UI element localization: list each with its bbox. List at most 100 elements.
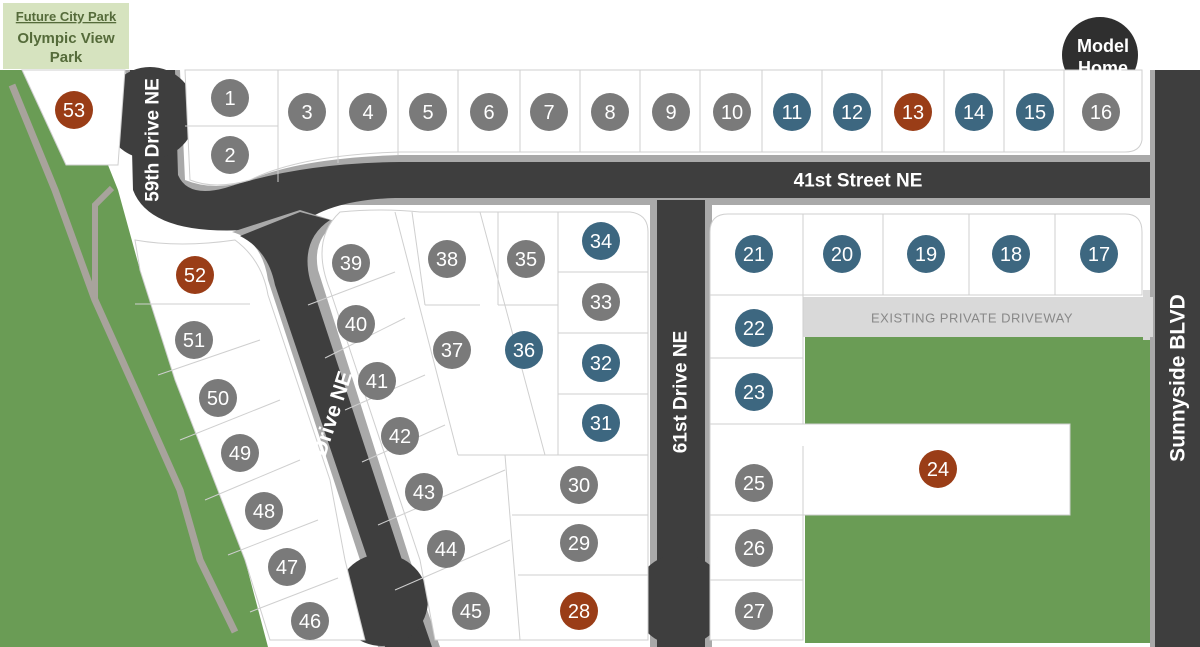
- lot-circle[interactable]: [713, 93, 751, 131]
- lot-marker-17[interactable]: 17: [1080, 235, 1118, 273]
- lot-circle[interactable]: [470, 93, 508, 131]
- lot-circle[interactable]: [955, 93, 993, 131]
- lot-marker-25[interactable]: 25: [735, 464, 773, 502]
- lot-circle[interactable]: [735, 309, 773, 347]
- lot-marker-32[interactable]: 32: [582, 344, 620, 382]
- lot-marker-46[interactable]: 46: [291, 602, 329, 640]
- lot-circle[interactable]: [560, 466, 598, 504]
- lot-marker-44[interactable]: 44: [427, 530, 465, 568]
- lot-circle[interactable]: [176, 256, 214, 294]
- lot-marker-8[interactable]: 8: [591, 93, 629, 131]
- lot-marker-4[interactable]: 4: [349, 93, 387, 131]
- lot-marker-53[interactable]: 53: [55, 91, 93, 129]
- lot-marker-15[interactable]: 15: [1016, 93, 1054, 131]
- lot-circle[interactable]: [211, 136, 249, 174]
- lot-marker-30[interactable]: 30: [560, 466, 598, 504]
- lot-marker-39[interactable]: 39: [332, 244, 370, 282]
- lot-circle[interactable]: [55, 91, 93, 129]
- lot-marker-11[interactable]: 11: [773, 93, 811, 131]
- lot-marker-13[interactable]: 13: [894, 93, 932, 131]
- lot-marker-18[interactable]: 18: [992, 235, 1030, 273]
- lot-circle[interactable]: [199, 379, 237, 417]
- lot-marker-49[interactable]: 49: [221, 434, 259, 472]
- lot-circle[interactable]: [735, 529, 773, 567]
- lot-marker-3[interactable]: 3: [288, 93, 326, 131]
- lot-circle[interactable]: [582, 344, 620, 382]
- lot-marker-14[interactable]: 14: [955, 93, 993, 131]
- lot-marker-16[interactable]: 16: [1082, 93, 1120, 131]
- lot-marker-26[interactable]: 26: [735, 529, 773, 567]
- lot-circle[interactable]: [582, 222, 620, 260]
- lot-marker-31[interactable]: 31: [582, 404, 620, 442]
- lot-marker-21[interactable]: 21: [735, 235, 773, 273]
- lot-circle[interactable]: [427, 530, 465, 568]
- lot-circle[interactable]: [735, 235, 773, 273]
- lot-marker-42[interactable]: 42: [381, 417, 419, 455]
- lot-marker-50[interactable]: 50: [199, 379, 237, 417]
- lot-circle[interactable]: [833, 93, 871, 131]
- lot-marker-1[interactable]: 1: [211, 79, 249, 117]
- lot-marker-37[interactable]: 37: [433, 331, 471, 369]
- lot-marker-36[interactable]: 36: [505, 331, 543, 369]
- lot-marker-5[interactable]: 5: [409, 93, 447, 131]
- lot-circle[interactable]: [433, 331, 471, 369]
- lot-circle[interactable]: [268, 548, 306, 586]
- lot-circle[interactable]: [505, 331, 543, 369]
- lot-marker-43[interactable]: 43: [405, 473, 443, 511]
- lot-marker-27[interactable]: 27: [735, 592, 773, 630]
- lot-circle[interactable]: [349, 93, 387, 131]
- lot-marker-12[interactable]: 12: [833, 93, 871, 131]
- lot-circle[interactable]: [735, 592, 773, 630]
- lot-marker-34[interactable]: 34: [582, 222, 620, 260]
- lot-marker-24[interactable]: 24: [919, 450, 957, 488]
- lot-circle[interactable]: [291, 602, 329, 640]
- lot-circle[interactable]: [919, 450, 957, 488]
- lot-circle[interactable]: [428, 240, 466, 278]
- lot-circle[interactable]: [823, 235, 861, 273]
- lot-circle[interactable]: [560, 524, 598, 562]
- lot-marker-47[interactable]: 47: [268, 548, 306, 586]
- lot-circle[interactable]: [1082, 93, 1120, 131]
- lot-marker-52[interactable]: 52: [176, 256, 214, 294]
- lot-circle[interactable]: [582, 404, 620, 442]
- lot-circle[interactable]: [1080, 235, 1118, 273]
- lot-circle[interactable]: [907, 235, 945, 273]
- lot-circle[interactable]: [332, 244, 370, 282]
- lot-marker-2[interactable]: 2: [211, 136, 249, 174]
- lot-marker-38[interactable]: 38: [428, 240, 466, 278]
- lot-marker-28[interactable]: 28: [560, 592, 598, 630]
- lot-marker-40[interactable]: 40: [337, 305, 375, 343]
- lot-circle[interactable]: [992, 235, 1030, 273]
- lot-circle[interactable]: [337, 305, 375, 343]
- lot-marker-22[interactable]: 22: [735, 309, 773, 347]
- lot-circle[interactable]: [409, 93, 447, 131]
- lot-circle[interactable]: [175, 321, 213, 359]
- lot-circle[interactable]: [358, 362, 396, 400]
- lot-marker-9[interactable]: 9: [652, 93, 690, 131]
- lot-circle[interactable]: [405, 473, 443, 511]
- lot-marker-51[interactable]: 51: [175, 321, 213, 359]
- lot-marker-20[interactable]: 20: [823, 235, 861, 273]
- lot-circle[interactable]: [211, 79, 249, 117]
- lot-marker-33[interactable]: 33: [582, 283, 620, 321]
- lot-circle[interactable]: [735, 464, 773, 502]
- lot-circle[interactable]: [507, 240, 545, 278]
- lot-marker-41[interactable]: 41: [358, 362, 396, 400]
- lot-circle[interactable]: [221, 434, 259, 472]
- lot-marker-45[interactable]: 45: [452, 592, 490, 630]
- lot-circle[interactable]: [591, 93, 629, 131]
- lot-marker-7[interactable]: 7: [530, 93, 568, 131]
- lot-circle[interactable]: [1016, 93, 1054, 131]
- lot-circle[interactable]: [530, 93, 568, 131]
- lot-marker-29[interactable]: 29: [560, 524, 598, 562]
- lot-marker-19[interactable]: 19: [907, 235, 945, 273]
- lot-circle[interactable]: [652, 93, 690, 131]
- lot-marker-10[interactable]: 10: [713, 93, 751, 131]
- lot-circle[interactable]: [245, 492, 283, 530]
- lot-marker-6[interactable]: 6: [470, 93, 508, 131]
- lot-circle[interactable]: [288, 93, 326, 131]
- lot-circle[interactable]: [735, 373, 773, 411]
- lot-circle[interactable]: [452, 592, 490, 630]
- lot-circle[interactable]: [560, 592, 598, 630]
- lot-marker-48[interactable]: 48: [245, 492, 283, 530]
